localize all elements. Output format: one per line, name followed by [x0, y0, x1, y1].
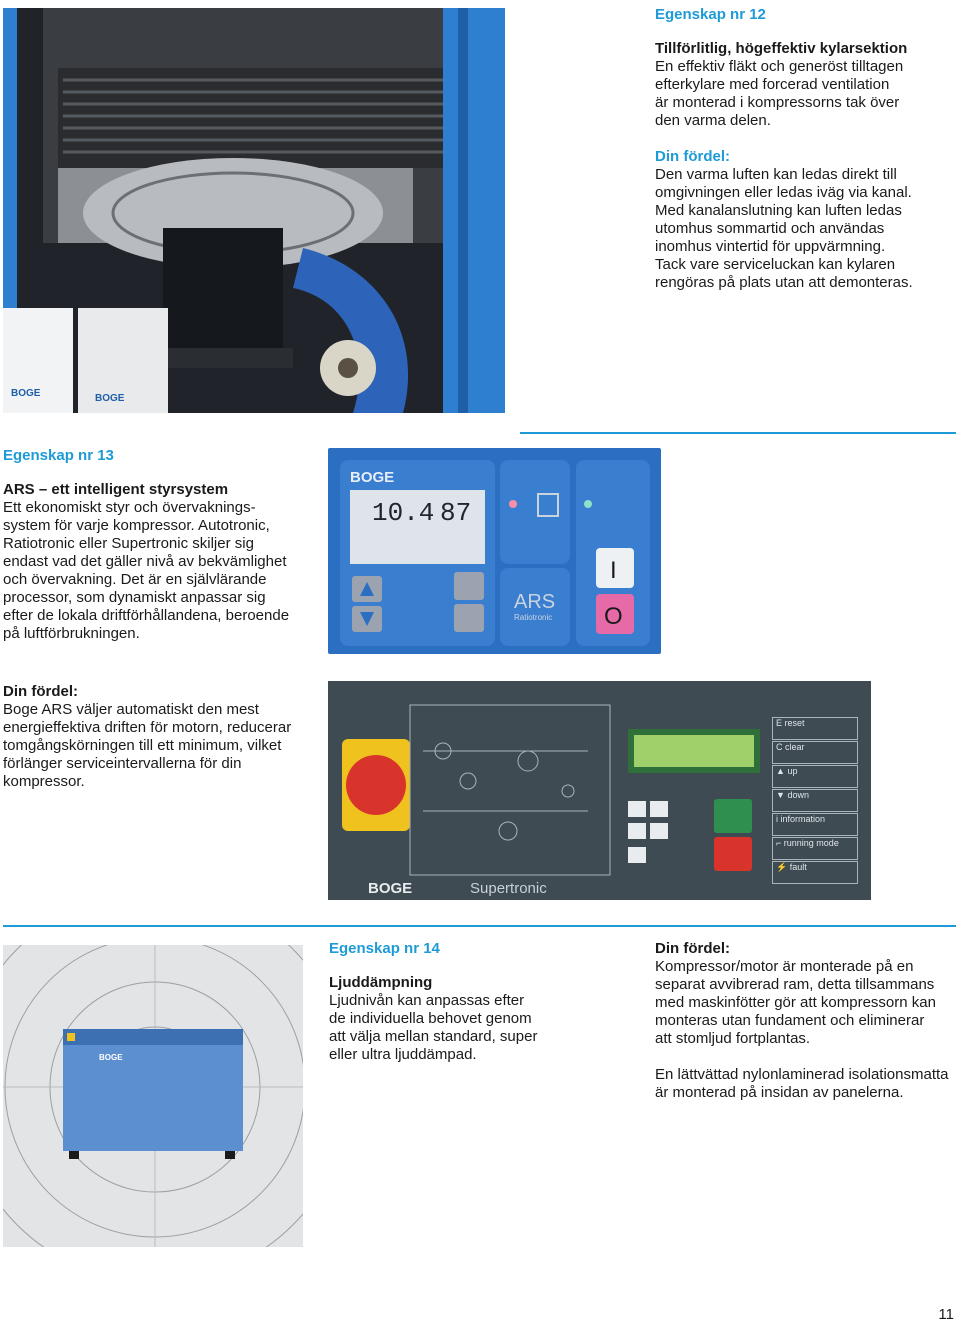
- feature14-text: Egenskap nr 14 Ljuddämpning Ljudnivån ka…: [329, 940, 639, 1064]
- menu-item-running-mode: ⌐ running mode: [772, 837, 858, 860]
- supertronic-model: Supertronic: [470, 880, 547, 897]
- feature13-benefit-heading: Din fördel:: [3, 683, 78, 700]
- sound-rings-illustration: BOGE: [3, 945, 303, 1247]
- feature13-benefit-text: Boge ARS väljer automatiskt den mest ene…: [3, 701, 292, 790]
- feature14-benefit-text-2: En lättvättad nylonlaminerad isolationsm…: [655, 1066, 949, 1101]
- svg-text:BOGE: BOGE: [11, 388, 41, 399]
- feature12-text: Egenskap nr 12 Tillförlitlig, högeffekti…: [655, 6, 955, 292]
- feature14-benefit-heading: Din fördel:: [655, 940, 730, 957]
- supertronic-control-panel: BOGE Supertronic E reset C clear ▲ up ▼ …: [328, 681, 871, 900]
- menu-item-reset: E reset: [772, 717, 858, 740]
- feature14-title: Ljuddämpning: [329, 974, 433, 991]
- menu-item-information: i information: [772, 813, 858, 836]
- feature14-benefit-text: Kompressor/motor är monterade på en sepa…: [655, 958, 936, 1047]
- ars-display-left: 10.4: [372, 498, 434, 528]
- feature12-benefit-text: Den varma luften kan ledas direkt till o…: [655, 166, 913, 291]
- ars-on-button: I: [610, 557, 617, 584]
- menu-item-fault: ⚡ fault: [772, 861, 858, 884]
- machine-logo: BOGE: [99, 1053, 123, 1062]
- feature13-benefit: Din fördel: Boge ARS väljer automatiskt …: [3, 683, 321, 791]
- ars-logo-sub: Ratiotronic: [514, 613, 552, 622]
- feature14-benefit: Din fördel: Kompressor/motor är monterad…: [655, 940, 958, 1102]
- ars-logo: ARS: [514, 591, 555, 613]
- menu-item-down: ▼ down: [772, 789, 858, 812]
- menu-item-up: ▲ up: [772, 765, 858, 788]
- feature12-heading: Egenskap nr 12: [655, 6, 766, 23]
- ars-off-button: O: [604, 603, 623, 630]
- feature13-description: Ett ekonomiskt styr och övervaknings- sy…: [3, 499, 290, 642]
- supertronic-menu: E reset C clear ▲ up ▼ down i informatio…: [772, 717, 858, 884]
- feature13-title: ARS – ett intelligent styrsystem: [3, 481, 229, 498]
- feature12-description: En effektiv fläkt och generöst tilltagen…: [655, 58, 904, 129]
- feature12-title: Tillförlitlig, högeffektiv kylarsektion: [655, 40, 908, 57]
- ars-control-panel: BOGE 10.4 87 ARS Ratiotronic I O: [328, 448, 661, 654]
- feature14-description: Ljudnivån kan anpassas efter de individu…: [329, 992, 538, 1063]
- divider-rule: [520, 432, 956, 434]
- cooler-photo: BOGE BOGE: [3, 8, 505, 413]
- page-number: 11: [938, 1306, 954, 1323]
- feature13-text: Egenskap nr 13 ARS – ett intelligent sty…: [3, 447, 321, 643]
- menu-item-clear: C clear: [772, 741, 858, 764]
- feature14-heading: Egenskap nr 14: [329, 940, 440, 957]
- divider-rule-2: [3, 925, 956, 927]
- feature13-heading: Egenskap nr 13: [3, 447, 114, 464]
- svg-text:BOGE: BOGE: [95, 393, 125, 404]
- feature12-benefit-heading: Din fördel:: [655, 148, 730, 165]
- supertronic-brand: BOGE: [368, 880, 412, 897]
- ars-display-right: 87: [440, 498, 471, 528]
- ars-brand: BOGE: [350, 469, 394, 486]
